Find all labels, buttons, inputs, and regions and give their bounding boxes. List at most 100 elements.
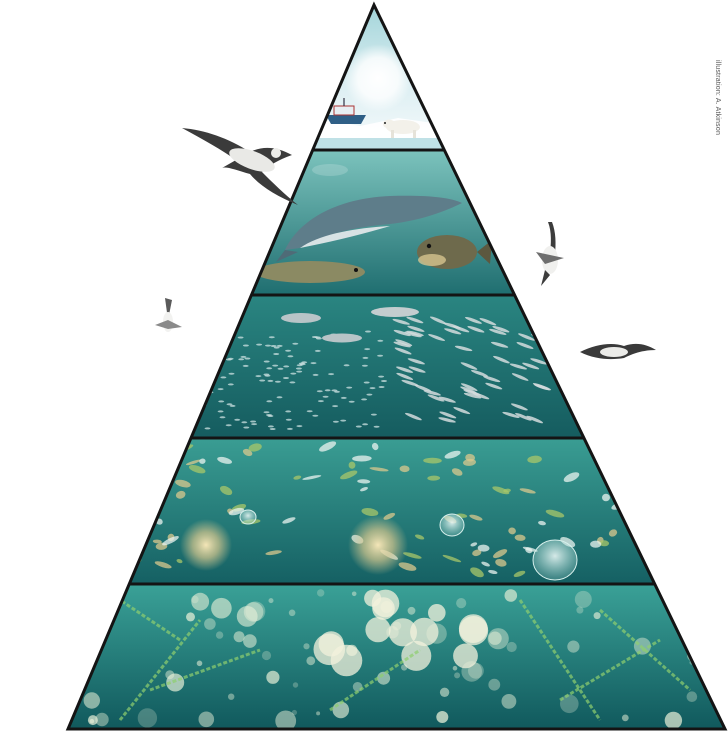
small-fish-mark (197, 344, 203, 346)
small-fish-mark (194, 368, 200, 370)
small-fish-mark (184, 416, 190, 418)
algae-cell (440, 688, 449, 697)
jellyfish-icon (533, 540, 577, 580)
algae-cell (622, 715, 629, 722)
jellyfish-icon (440, 514, 464, 536)
small-fish-mark (296, 371, 302, 373)
small-fish-mark (311, 362, 317, 364)
small-fish-mark (178, 358, 184, 360)
small-fish-mark (346, 387, 352, 389)
bubble (428, 604, 446, 622)
small-fish-mark (263, 374, 269, 376)
small-fish-mark (218, 400, 224, 402)
algae-cell (575, 591, 592, 608)
small-fish-mark (195, 406, 201, 408)
small-fish-mark (378, 376, 384, 378)
small-fish-mark (174, 385, 180, 387)
algae-cell (665, 712, 682, 729)
small-fish-mark (265, 345, 271, 347)
small-fish-mark (187, 428, 193, 430)
copepod-mark (115, 550, 130, 557)
small-fish-mark (256, 344, 262, 346)
small-fish-mark (264, 411, 270, 413)
small-fish-mark (194, 362, 200, 364)
small-fish-mark (272, 365, 278, 367)
small-fish-mark (275, 381, 281, 383)
small-fish-mark (218, 352, 224, 354)
jellyfish-icon (348, 515, 408, 575)
small-fish-mark (228, 383, 234, 385)
small-fish-mark (222, 346, 228, 348)
small-fish-mark (274, 347, 280, 349)
algae-cell (293, 682, 298, 687)
algae-cell (436, 711, 448, 723)
small-fish-mark (365, 331, 371, 333)
tier-phytoplankton (0, 584, 728, 731)
small-fish-mark (266, 414, 272, 416)
small-fish-mark (259, 380, 265, 382)
small-fish-mark (266, 367, 272, 369)
small-fish-mark (362, 357, 368, 359)
algae-cell (289, 610, 296, 617)
copepod-mark (106, 502, 117, 512)
jellyfish-icon (180, 519, 232, 571)
small-fish-mark (377, 355, 383, 357)
small-fish-mark (169, 359, 175, 361)
algae-cell (687, 691, 698, 702)
small-fish-mark (196, 397, 202, 399)
small-fish-mark (328, 373, 334, 375)
algae-cell (262, 651, 271, 660)
albatross-icon (182, 128, 298, 205)
copepod-mark (156, 470, 165, 476)
tier-top-predators (0, 0, 728, 150)
small-fish-mark (186, 342, 192, 344)
algae-cell (505, 589, 518, 602)
copepod-mark (138, 494, 154, 505)
small-fish-mark (313, 374, 319, 376)
bubble (319, 631, 344, 656)
algae-cell (204, 618, 216, 630)
small-fish-mark (208, 352, 214, 354)
algae-cell (507, 642, 517, 652)
algae-cell (216, 631, 223, 638)
copepod-mark (590, 541, 601, 548)
tern-icon (155, 298, 182, 332)
small-fish-mark (218, 410, 224, 412)
small-fish-mark (296, 425, 302, 427)
copepod-mark (110, 496, 119, 503)
small-fish-mark (362, 365, 368, 367)
small-fish-mark (283, 377, 289, 379)
small-fish-mark (218, 388, 224, 390)
algae-cell (138, 708, 157, 727)
small-fish-mark (312, 336, 318, 338)
algae-cell (502, 694, 517, 709)
algae-cell (352, 592, 357, 597)
small-fish-mark (323, 396, 329, 398)
small-fish-mark (344, 364, 350, 366)
small-fish-mark (255, 375, 261, 377)
petrel-icon (580, 344, 656, 359)
small-fish-mark (244, 358, 250, 360)
small-fish-mark (266, 400, 272, 402)
algae-cell (80, 670, 88, 678)
small-fish-mark (250, 421, 256, 423)
algae-cell (488, 632, 501, 645)
bubble (372, 590, 400, 618)
small-fish-mark (264, 361, 270, 363)
small-fish-mark (370, 387, 376, 389)
small-fish-mark (277, 345, 283, 347)
small-fish-mark (301, 361, 307, 363)
small-fish-mark (220, 376, 226, 378)
herring-mark (542, 325, 560, 333)
algae-cell (594, 612, 601, 619)
small-fish-mark (181, 358, 187, 360)
small-fish-mark (377, 340, 383, 342)
small-fish-mark (364, 382, 370, 384)
bubble (459, 616, 488, 645)
small-fish-mark (268, 425, 274, 427)
small-fish-mark (192, 346, 198, 348)
illustration-credit: illustration: A. Atkinson (712, 60, 722, 170)
small-fish-mark (379, 386, 385, 388)
small-fish-mark (325, 389, 331, 391)
